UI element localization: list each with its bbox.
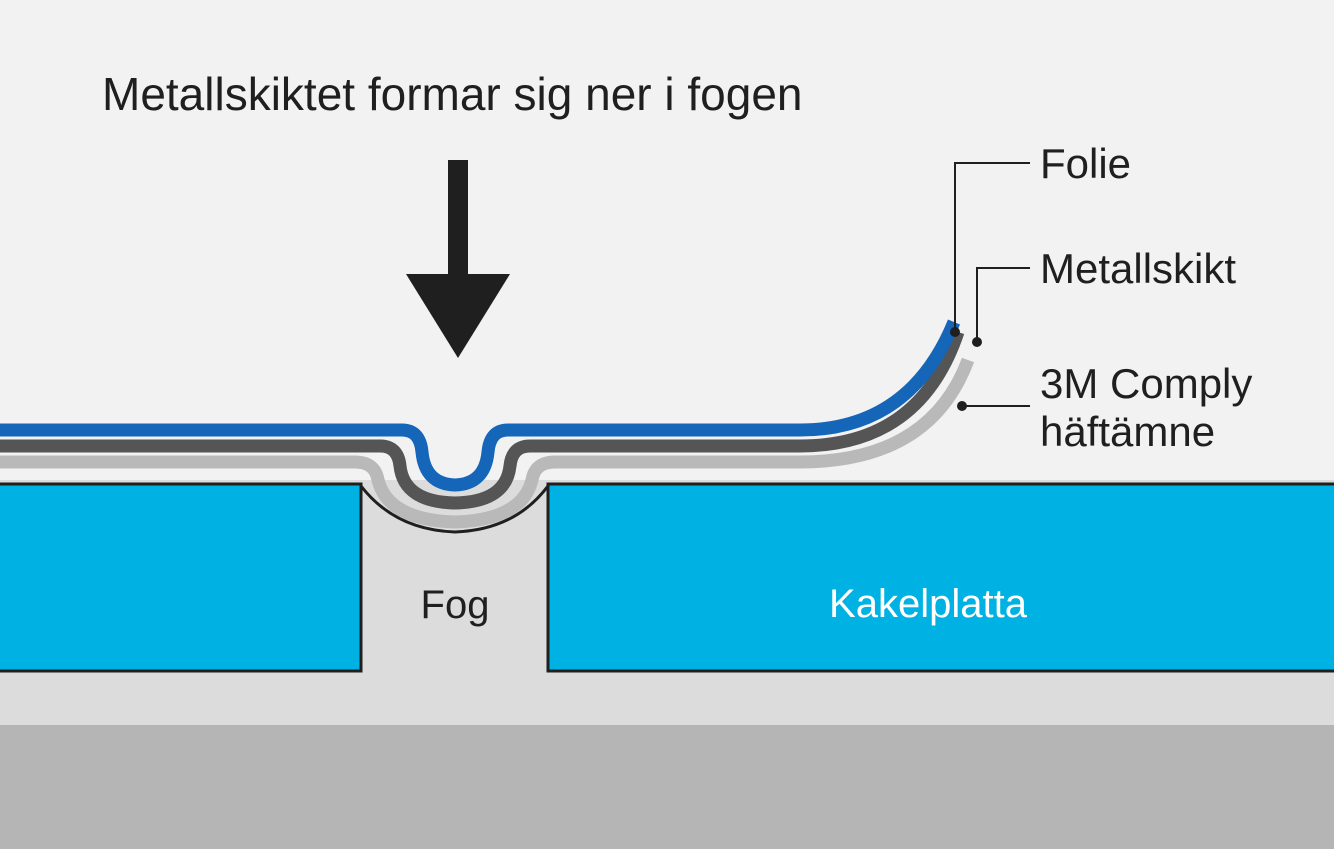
label-adhesive-line2: häftämne [1040, 408, 1215, 455]
label-metallskikt: Metallskikt [1040, 245, 1236, 292]
label-folie: Folie [1040, 140, 1131, 187]
leader-dot-metallskikt [972, 337, 982, 347]
tile-left [0, 482, 363, 673]
label-kakelplatta: Kakelplatta [829, 582, 1028, 626]
foil-layer [0, 319, 961, 492]
leader-dot-adhesive [957, 401, 967, 411]
joint-meniscus [359, 485, 550, 534]
metal-layer [0, 329, 965, 510]
diagram-title: Metallskiktet formar sig ner i fogen [102, 68, 803, 120]
substrate-base [0, 725, 1334, 849]
tile-right [546, 482, 1334, 673]
label-adhesive-line1: 3M Comply [1040, 360, 1252, 407]
leader-dot-folie [950, 327, 960, 337]
adhesive-layer [0, 357, 975, 529]
leader-line-metallskikt [976, 267, 1030, 342]
arrow-down-icon [406, 160, 510, 358]
label-fog: Fog [421, 583, 490, 627]
leader-line-folie [954, 162, 1030, 332]
